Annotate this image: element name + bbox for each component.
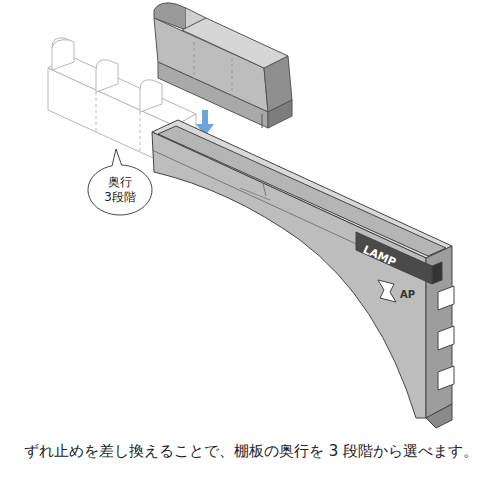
model-mark: AP <box>400 290 415 300</box>
stopper <box>154 3 292 128</box>
bracket <box>152 120 454 428</box>
callout-text: 奥行 3段階 <box>100 175 141 205</box>
bubble-shape <box>88 149 152 215</box>
caption: ずれ止めを差し換えることで、棚板の奥行を 3 段階から選べます。 <box>24 438 480 464</box>
callout-bubble: 奥行 3段階 <box>88 165 152 215</box>
